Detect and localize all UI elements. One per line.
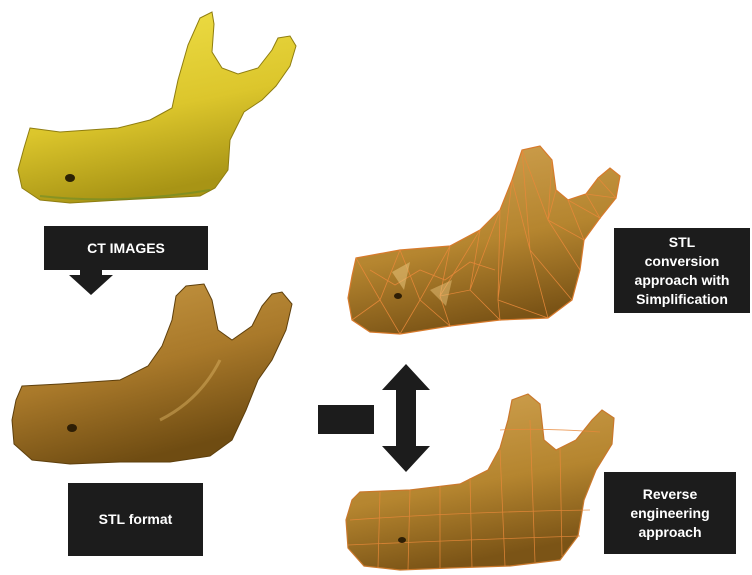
stl-format-label: STL format	[68, 483, 203, 556]
reverse-engineering-text: Reverse engineering approach	[630, 485, 709, 542]
mandible-stl-format	[12, 284, 292, 464]
stl-conversion-text: STL conversion approach with Simplificat…	[635, 233, 730, 309]
arrow-up-down-icon	[382, 364, 430, 472]
stl-conversion-label: STL conversion approach with Simplificat…	[614, 228, 750, 313]
ct-images-text: CT IMAGES	[87, 239, 165, 258]
ct-images-label: CT IMAGES	[44, 226, 208, 270]
reverse-engineering-label: Reverse engineering approach	[604, 472, 736, 554]
arrow-right-icon	[318, 405, 374, 434]
stl-format-text: STL format	[99, 510, 173, 529]
mandible-stl-simplified	[348, 146, 620, 334]
mandible-reverse-engineering	[346, 394, 614, 570]
mandible-ct-image	[18, 12, 296, 203]
